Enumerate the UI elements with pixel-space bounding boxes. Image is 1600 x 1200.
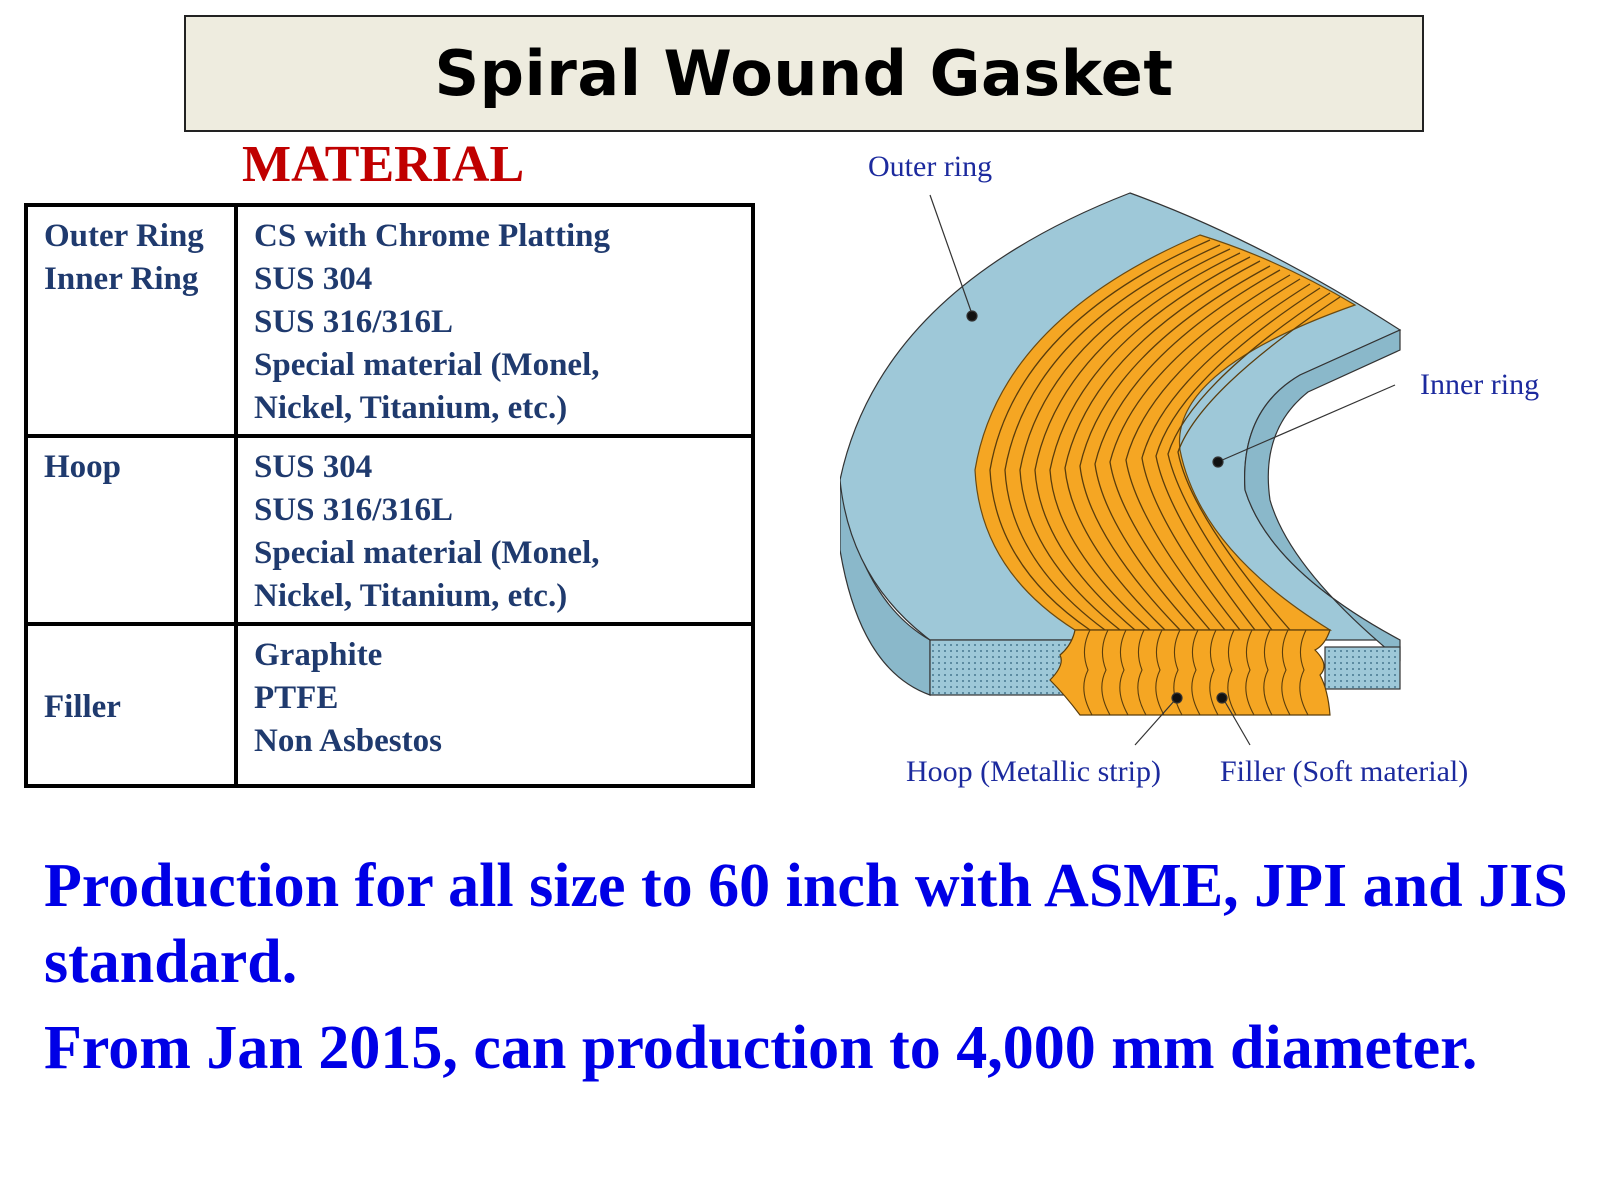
page-title: Spiral Wound Gasket [434,37,1174,110]
materials-cell: CS with Chrome Platting SUS 304 SUS 316/… [234,203,755,438]
material-item: SUS 304 [254,449,373,485]
material-item: Special material (Monel, [254,347,600,383]
production-statement: Production for all size to 60 inch with … [44,852,1568,996]
filler-label: Filler (Soft material) [1220,755,1469,788]
table-row: Filler Graphite PTFE Non Asbestos [24,622,755,788]
material-item: Nickel, Titanium, etc.) [254,578,568,614]
material-item: SUS 304 [254,261,373,297]
material-item: Nickel, Titanium, etc.) [254,390,568,426]
spiral-cross-section [1049,629,1331,716]
material-item: CS with Chrome Platting [254,218,610,254]
material-item: Special material (Monel, [254,535,600,571]
material-table: Outer Ring Inner Ring CS with Chrome Pla… [24,203,755,788]
outer-ring-section [929,639,1076,696]
table-row: Hoop SUS 304 SUS 316/316L Special materi… [24,434,755,626]
material-heading: MATERIAL [242,136,525,193]
material-item: PTFE [254,680,339,716]
leader-lines [929,194,1396,746]
component-label: Hoop [44,449,122,485]
cross-section-waves [1083,629,1309,716]
gasket-cross-section-illustration [839,192,1402,746]
spiral-strip-lines [989,239,1341,631]
outer-ring-label: Outer ring [868,150,993,183]
component-label: Inner Ring [44,261,199,297]
component-label: Outer Ring [44,218,204,254]
diameter-statement: From Jan 2015, can production to 4,000 m… [44,1014,1478,1082]
component-label: Filler [44,688,121,725]
gasket-diagram: Outer ring Inner ring Hoop (Metallic str… [839,150,1600,810]
component-cell: Filler [24,622,238,788]
hoop-label: Hoop (Metallic strip) [906,755,1161,788]
component-cell: Hoop [24,434,238,626]
table-row: Outer Ring Inner Ring CS with Chrome Pla… [24,203,755,438]
materials-cell: Graphite PTFE Non Asbestos [234,622,755,788]
materials-cell: SUS 304 SUS 316/316L Special material (M… [234,434,755,626]
material-item: SUS 316/316L [254,304,453,340]
material-item: SUS 316/316L [254,492,453,528]
component-cell: Outer Ring Inner Ring [24,203,238,438]
inner-ring-label: Inner ring [1420,368,1540,401]
material-item: Non Asbestos [254,723,442,759]
title-box: Spiral Wound Gasket [184,15,1424,132]
material-item: Graphite [254,637,383,673]
inner-ring-section [1324,646,1401,690]
